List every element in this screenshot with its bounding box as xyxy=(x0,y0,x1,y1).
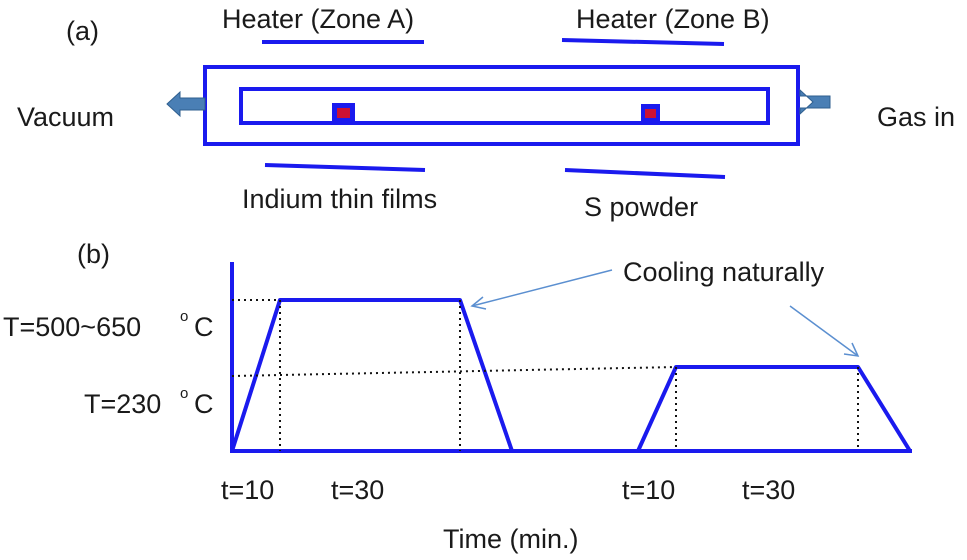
x-axis-label: Time (min.) xyxy=(443,524,579,554)
indium-pointer-bar xyxy=(264,163,426,172)
temp-low-label: T=230 xyxy=(84,389,162,419)
tick-label-t10-a: t=10 xyxy=(221,475,275,505)
temp-low-degree: o xyxy=(180,385,189,402)
vacuum-label: Vacuum xyxy=(17,102,115,132)
gas-in-label: Gas in xyxy=(877,102,956,132)
guide-t-low xyxy=(231,366,677,377)
temp-high-degree: o xyxy=(180,308,189,325)
gas-in-arrow-icon xyxy=(799,88,831,116)
s-powder-label: S powder xyxy=(584,192,699,222)
furnace-outer-tube xyxy=(203,65,800,146)
panel-b-label: (b) xyxy=(77,239,110,269)
indium-thin-films-label: Indium thin films xyxy=(242,184,438,214)
tick-label-t10-b: t=10 xyxy=(622,475,676,505)
temp-low-unit: C xyxy=(194,389,214,419)
furnace-inner-tube xyxy=(239,87,770,125)
s-powder-sample xyxy=(645,109,656,118)
tick-label-t30-a: t=30 xyxy=(331,475,385,505)
cooling-naturally-label: Cooling naturally xyxy=(623,257,825,287)
tick-label-t30-b: t=30 xyxy=(742,475,796,505)
profile-zone-b-line xyxy=(636,365,912,453)
cooling-arrow-head-b xyxy=(843,342,860,357)
temp-high-label: T=500~650 xyxy=(3,312,142,342)
indium-sample xyxy=(337,108,350,118)
cooling-arrow-head-a xyxy=(470,296,487,310)
vacuum-arrow-icon xyxy=(166,90,206,118)
heater-bar-zone-b xyxy=(561,38,725,46)
heater-zone-b-label: Heater (Zone B) xyxy=(576,4,770,34)
s-powder-pointer-bar xyxy=(564,168,726,179)
panel-a-label: (a) xyxy=(66,16,99,46)
cooling-arrow-line-b xyxy=(789,305,859,357)
temp-high-unit: C xyxy=(194,312,214,342)
heater-zone-a-label: Heater (Zone A) xyxy=(222,4,415,34)
cooling-arrow-line-a xyxy=(471,269,613,307)
